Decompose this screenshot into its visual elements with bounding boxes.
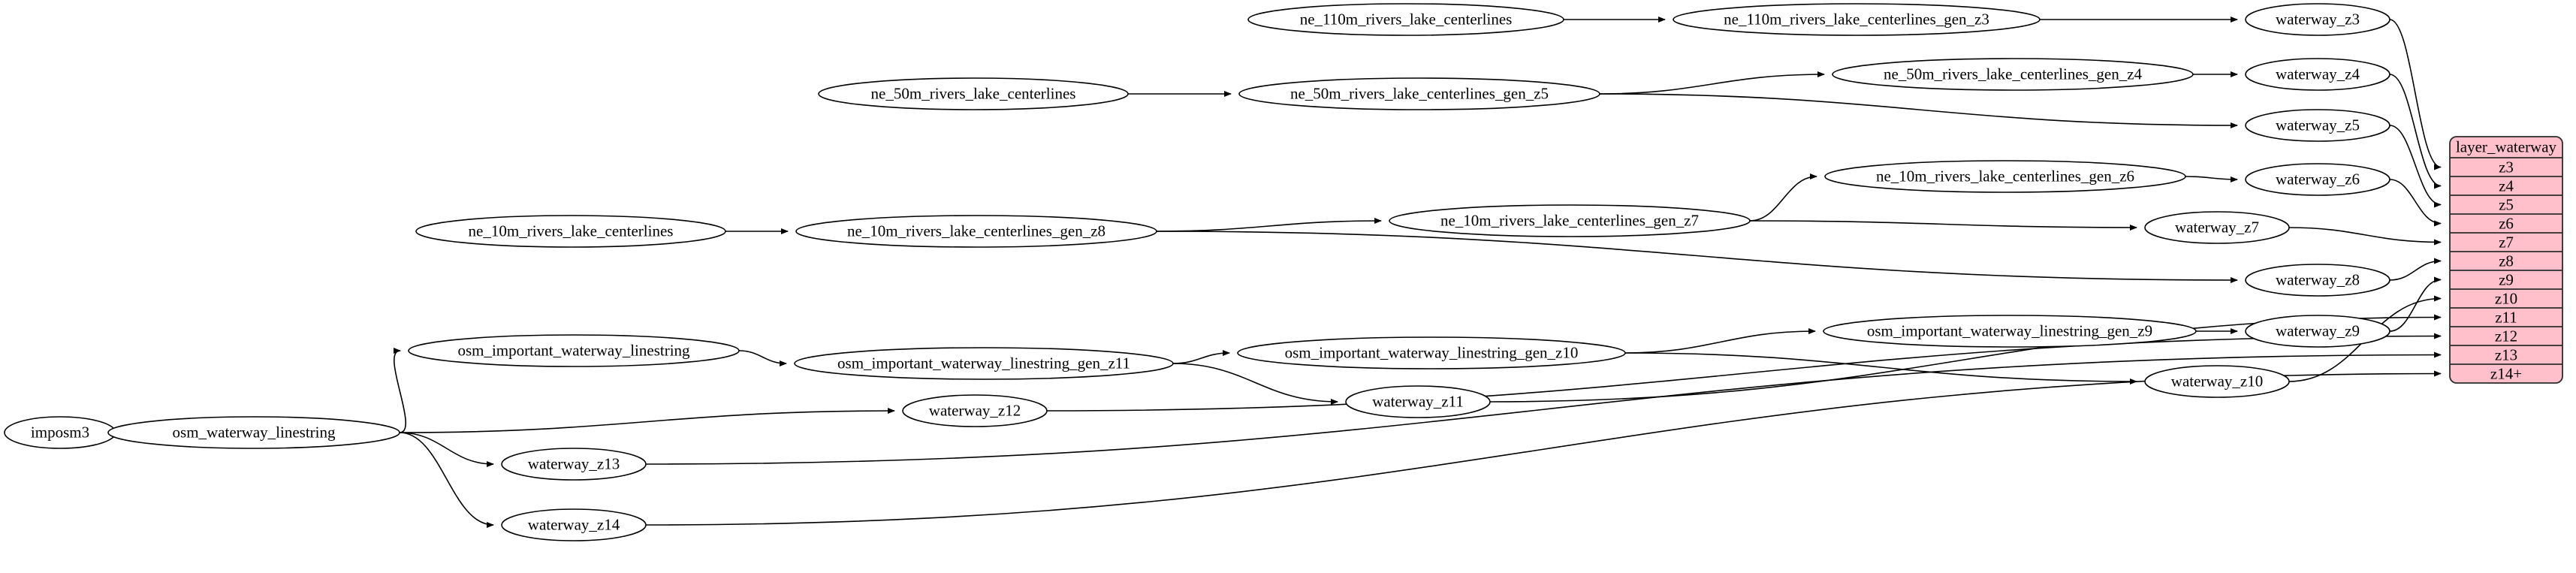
node-osm_waterway_linestring[interactable]	[107, 416, 400, 449]
edge-waterway_z3--to--layer_waterway:z3	[2389, 19, 2442, 170]
edge-osm_important_waterway_linestring_gen_z10--to--osm_important_waterway_linestring_gen_z9	[1624, 328, 1816, 354]
edge-ne_50m_rivers_lake_centerlines_gen_z5--to--waterway_z5	[1599, 93, 2238, 128]
node-ne_50m_rivers_lake_centerlines[interactable]	[818, 77, 1129, 110]
edge-waterway_z13--to--layer_waterway:z13	[645, 351, 2442, 465]
edge-osm_waterway_linestring--to--osm_important_waterway_linestring	[393, 348, 406, 433]
node-waterway_z6[interactable]	[2245, 163, 2390, 196]
nodes-group	[4, 3, 2390, 541]
edge-osm_important_waterway_linestring--to--osm_important_waterway_linestring_gen_z11	[738, 350, 787, 366]
node-waterway_z5[interactable]	[2245, 109, 2390, 142]
record-table-layer-waterway[interactable]	[2449, 136, 2563, 384]
node-ne_10m_rivers_lake_centerlines_gen_z6[interactable]	[1824, 160, 2186, 193]
node-ne_10m_rivers_lake_centerlines_gen_z8[interactable]	[795, 215, 1157, 248]
edge-osm_waterway_linestring--to--waterway_z14	[399, 432, 494, 528]
edge-waterway_z7--to--layer_waterway:z7	[2288, 227, 2442, 246]
node-waterway_z14[interactable]	[501, 508, 647, 541]
edge-ne_10m_rivers_lake_centerlines_gen_z8--to--waterway_z8	[1156, 231, 2238, 283]
node-waterway_z3[interactable]	[2245, 3, 2390, 36]
node-waterway_z10[interactable]	[2144, 365, 2290, 398]
edge-ne_10m_rivers_lake_centerlines_gen_z7--to--waterway_z7	[1749, 220, 2137, 231]
edge-waterway_z4--to--layer_waterway:z4	[2389, 74, 2442, 189]
record-table-group	[2449, 136, 2563, 384]
edge-waterway_z9--to--layer_waterway:z9	[2389, 276, 2442, 332]
node-ne_50m_rivers_lake_centerlines_gen_z4[interactable]	[1832, 58, 2194, 91]
edge-osm_waterway_linestring--to--waterway_z13	[399, 432, 494, 467]
edge-waterway_z8--to--layer_waterway:z8	[2389, 258, 2442, 281]
edge-ne_10m_rivers_lake_centerlines_gen_z7--to--ne_10m_rivers_lake_centerlines_gen_z6	[1749, 173, 1817, 222]
edge-osm_important_waterway_linestring_gen_z10--to--waterway_z10	[1624, 352, 2137, 385]
node-waterway_z8[interactable]	[2245, 264, 2390, 297]
node-ne_110m_rivers_lake_centerlines[interactable]	[1247, 3, 1564, 36]
edge-osm_important_waterway_linestring_gen_z11--to--osm_important_waterway_linestring_gen_z10	[1172, 350, 1230, 364]
node-waterway_z9[interactable]	[2245, 315, 2390, 348]
node-osm_important_waterway_linestring_gen_z11[interactable]	[794, 347, 1174, 380]
node-ne_110m_rivers_lake_centerlines_gen_z3[interactable]	[1673, 3, 2041, 36]
node-waterway_z12[interactable]	[902, 394, 1048, 427]
node-ne_50m_rivers_lake_centerlines_gen_z5[interactable]	[1238, 77, 1600, 110]
node-osm_important_waterway_linestring[interactable]	[408, 334, 740, 367]
edge-ne_10m_rivers_lake_centerlines_gen_z6--to--waterway_z6	[2185, 176, 2238, 182]
edge-ne_10m_rivers_lake_centerlines_gen_z8--to--ne_10m_rivers_lake_centerlines_gen_z7	[1156, 218, 1382, 232]
edge-waterway_z6--to--layer_waterway:z6	[2389, 179, 2442, 227]
node-ne_10m_rivers_lake_centerlines_gen_z7[interactable]	[1389, 204, 1751, 237]
edge-ne_50m_rivers_lake_centerlines_gen_z5--to--ne_50m_rivers_lake_centerlines_gen_z4	[1599, 71, 1825, 95]
node-osm_important_waterway_linestring_gen_z9[interactable]	[1823, 315, 2197, 348]
edge-waterway_z14--to--layer_waterway:z14+	[645, 370, 2442, 526]
edge-osm_important_waterway_linestring_gen_z11--to--waterway_z11	[1172, 363, 1338, 405]
node-imposm3[interactable]	[4, 416, 116, 449]
edge-waterway_z5--to--layer_waterway:z5	[2389, 125, 2442, 208]
node-osm_important_waterway_linestring_gen_z10[interactable]	[1237, 336, 1626, 369]
node-ne_10m_rivers_lake_centerlines[interactable]	[415, 215, 726, 248]
node-waterway_z11[interactable]	[1345, 385, 1491, 418]
node-waterway_z13[interactable]	[501, 448, 647, 481]
edge-osm_waterway_linestring--to--waterway_z12	[399, 408, 895, 433]
edge-waterway_z12--to--layer_waterway:z12	[1046, 333, 2442, 412]
node-waterway_z7[interactable]	[2144, 211, 2290, 244]
node-waterway_z4[interactable]	[2245, 58, 2390, 91]
